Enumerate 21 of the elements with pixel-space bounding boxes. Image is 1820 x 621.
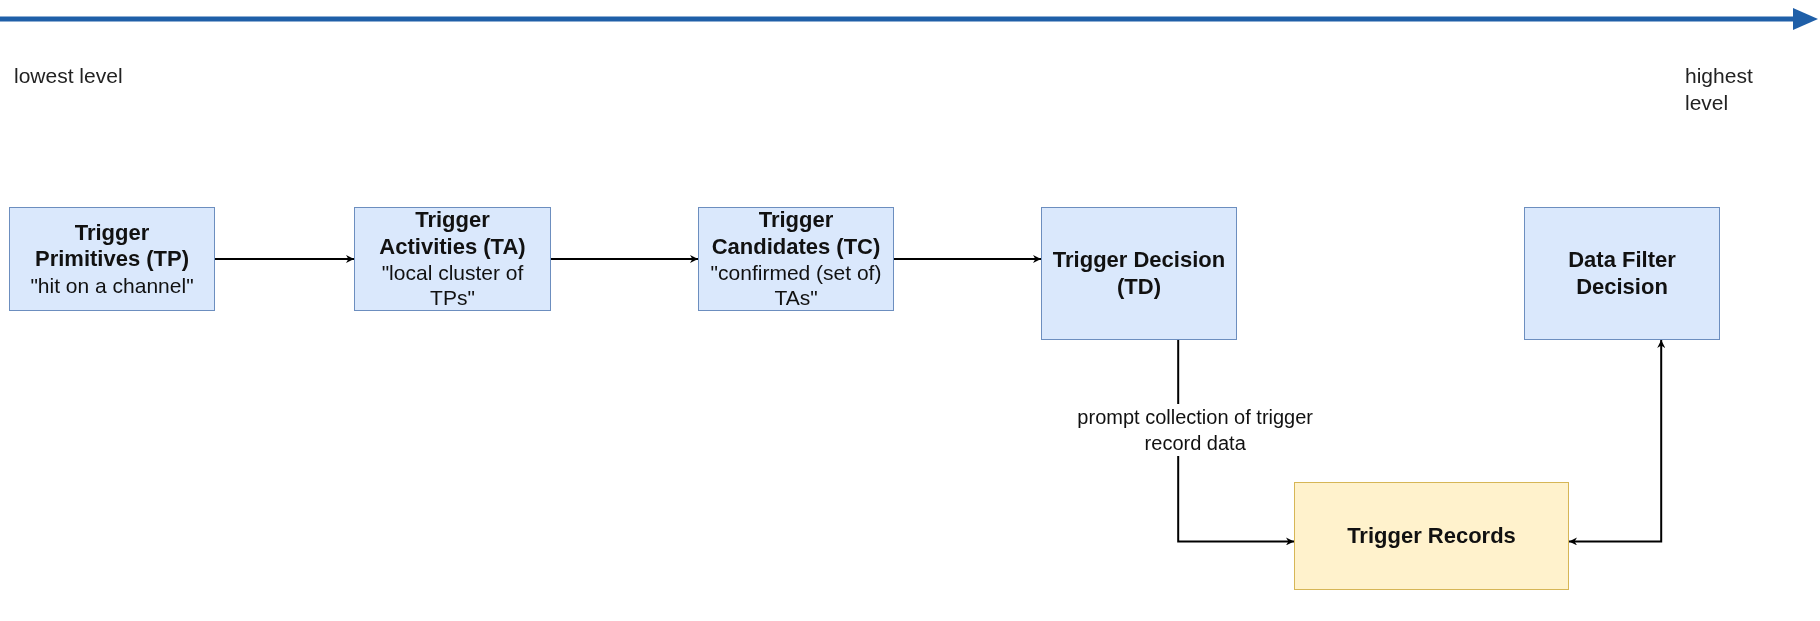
box-title: Trigger Candidates (TC) <box>710 207 882 261</box>
arrow <box>893 255 1042 263</box>
arrow <box>1568 339 1666 546</box>
process-box <box>354 207 551 311</box>
process-box <box>1041 207 1237 340</box>
box-title: Trigger Records <box>1347 522 1516 550</box>
box-title: Data Filter Decision <box>1567 247 1677 300</box>
process-box <box>1294 482 1569 590</box>
box-description: "hit on a channel" <box>30 272 194 298</box>
box-title: Trigger Activities (TA) <box>378 207 527 261</box>
process-box <box>1524 207 1720 340</box>
box-title: Trigger Primitives (TP) <box>33 220 190 273</box>
axis-label: lowest level <box>14 63 124 89</box>
box-description: "local cluster of TPs" <box>380 260 525 311</box>
process-box <box>9 207 215 311</box>
arrow <box>550 255 699 263</box>
process-box <box>698 207 894 311</box>
box-title: Trigger Decision (TD) <box>1052 247 1226 300</box>
arrow <box>214 255 355 263</box>
box-description: "confirmed (set of) TAs" <box>709 260 883 311</box>
axis-label: highest level <box>1685 63 1754 117</box>
